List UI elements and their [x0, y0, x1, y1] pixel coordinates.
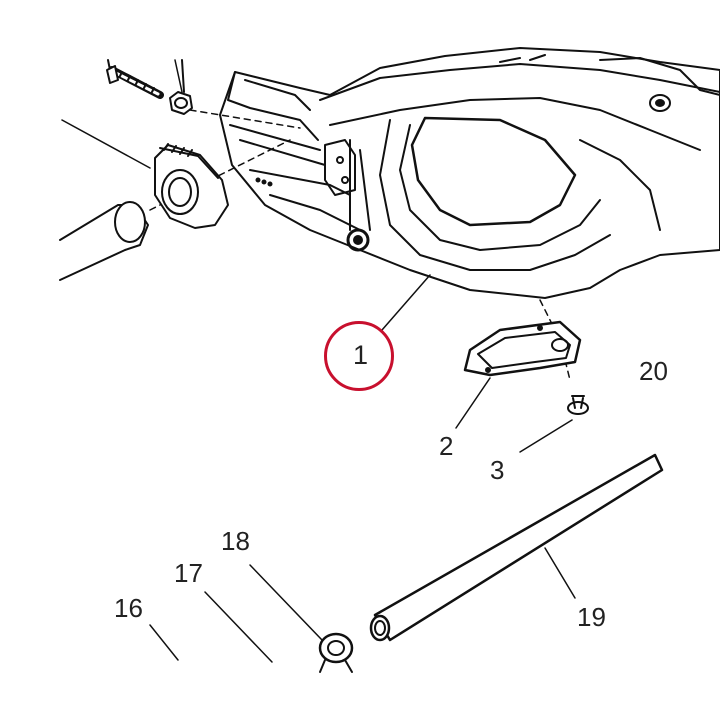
callout-16: 16 — [114, 593, 143, 623]
callout-2: 2 — [439, 431, 454, 461]
eccentric-adjuster-part — [154, 143, 229, 229]
callout-1: 1 — [353, 340, 369, 370]
swingarm-part-1 — [219, 47, 720, 299]
nut-part — [169, 59, 193, 115]
callout-18: 18 — [221, 526, 250, 556]
callout-20: 20 — [639, 358, 668, 384]
washer-part-18 — [318, 632, 354, 673]
axle-part-left — [59, 201, 149, 281]
leader-lines — [61, 59, 576, 663]
callout-17: 17 — [174, 558, 203, 588]
bolt-part — [106, 59, 164, 99]
callout-3: 3 — [490, 455, 505, 485]
highlight-circle — [324, 321, 394, 391]
callout-19: 19 — [577, 602, 606, 632]
chain-guard-plate-part-2 — [463, 320, 582, 377]
screw-part-3 — [567, 395, 589, 415]
tube-part-19 — [369, 453, 664, 642]
